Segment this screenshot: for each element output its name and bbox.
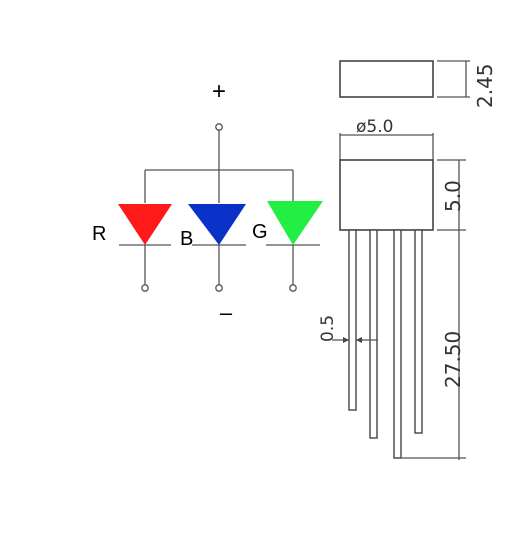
led-blue-terminal — [215, 284, 223, 292]
led-red-terminal — [141, 284, 149, 292]
dim-body-height: 5.0 — [441, 180, 465, 212]
led-green: G — [252, 201, 323, 292]
led-green-triangle — [267, 201, 323, 245]
plus-label: + — [212, 78, 226, 105]
led-red-label: R — [92, 223, 106, 245]
led-red-triangle — [118, 204, 172, 245]
lead-3 — [393, 229, 402, 459]
top-view-body — [339, 60, 434, 98]
leads — [348, 229, 423, 459]
anode-terminal — [215, 123, 223, 131]
led-schematic: + R B G – — [92, 78, 323, 325]
led-green-label: G — [252, 221, 268, 243]
lead-1 — [348, 229, 357, 411]
led-red: R — [92, 204, 172, 292]
led-blue-label: B — [180, 228, 193, 250]
dim-height-top: 2.45 — [473, 63, 497, 108]
led-blue-triangle — [188, 204, 246, 245]
dim-lead-length: 27.50 — [441, 331, 465, 388]
dim-lead-width: 0.5 — [318, 315, 338, 342]
lead-4 — [414, 229, 423, 434]
package-drawing: 2.45 ø5.0 5.0 0.5 27.50 — [318, 60, 497, 460]
lead-2 — [369, 229, 378, 439]
led-green-terminal — [289, 284, 297, 292]
side-view-body — [339, 159, 434, 231]
led-blue: B — [180, 204, 246, 292]
dim-diameter: ø5.0 — [356, 117, 393, 137]
minus-label: – — [220, 300, 233, 325]
